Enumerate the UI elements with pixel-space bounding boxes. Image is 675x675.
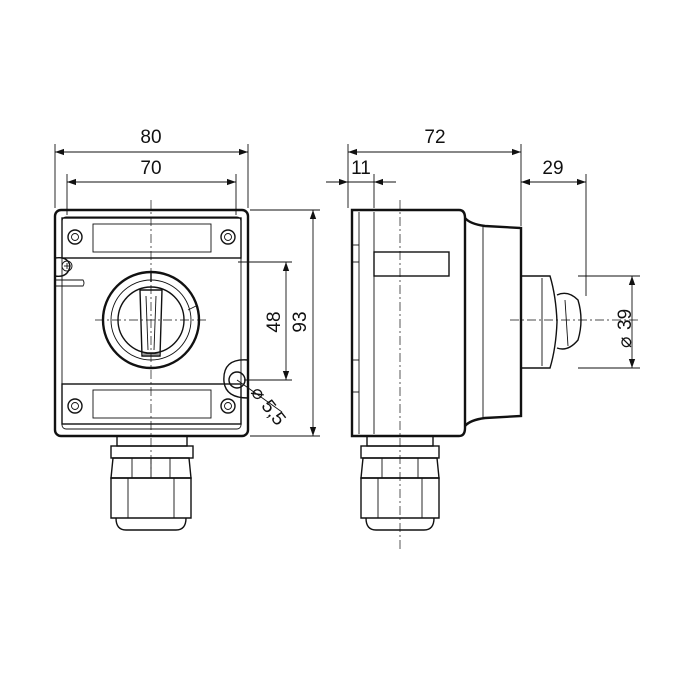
dim-hole-diameter: 5,5 xyxy=(257,396,290,430)
side-view: 72 11 29 ⌀ 39 xyxy=(326,127,640,550)
dim-front-height-outer: 93 xyxy=(290,311,311,332)
side-housing xyxy=(350,208,467,438)
front-housing-inner xyxy=(61,216,242,430)
cable-gland xyxy=(110,435,194,531)
front-view: 80 70 48 93 ⌀ 5,5 xyxy=(53,127,320,531)
screw-icon xyxy=(67,229,236,414)
knob-profile-icon xyxy=(521,275,582,369)
dim-front-height-inner: 48 xyxy=(264,311,285,332)
bottom-label-plate xyxy=(61,383,242,425)
side-cable-gland xyxy=(360,435,440,531)
front-housing-outer xyxy=(53,208,250,438)
ground-terminal-icon xyxy=(54,256,85,287)
top-label-plate xyxy=(61,217,242,259)
mounting-hole-icon xyxy=(223,359,249,399)
side-cover xyxy=(464,217,523,427)
dim-knob-diameter: 39 xyxy=(615,309,636,330)
dim-side-depth-total: 72 xyxy=(424,127,445,148)
dim-front-width-outer: 80 xyxy=(140,127,161,148)
dim-knob-projection: 29 xyxy=(542,158,563,179)
dim-front-width-inner: 70 xyxy=(140,158,161,179)
dim-side-offset: 11 xyxy=(351,158,371,179)
dim-knob-diameter-symbol: ⌀ xyxy=(615,337,636,348)
